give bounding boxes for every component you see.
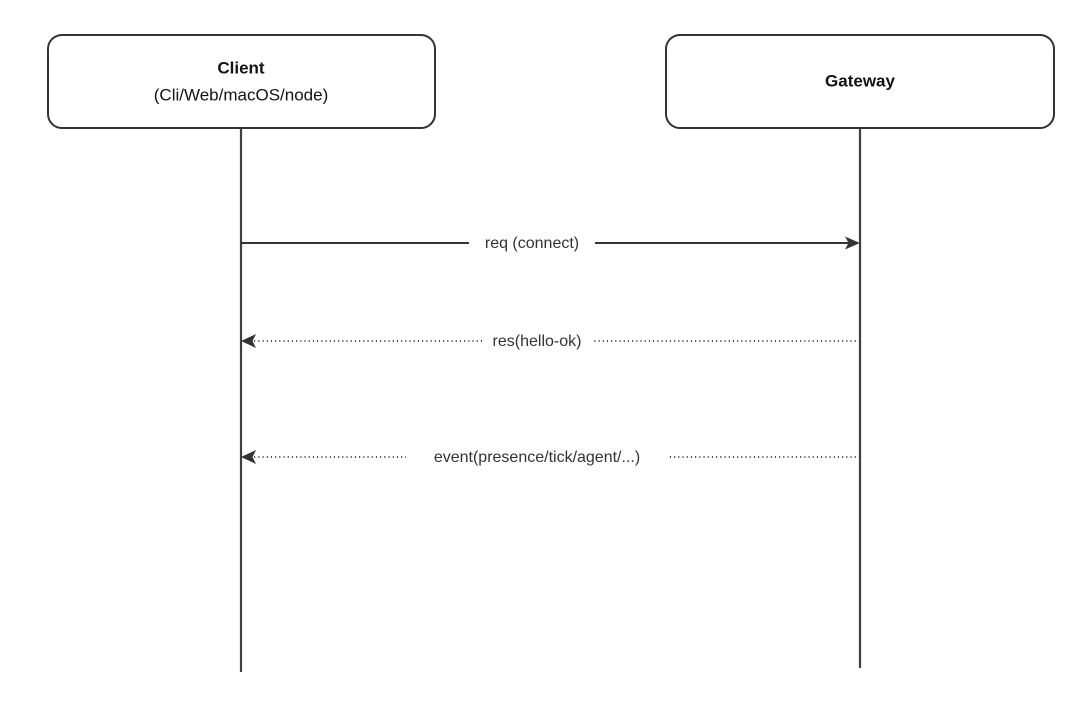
message-res-hello-ok[interactable]: res(hello-ok) xyxy=(241,330,860,352)
arrowhead-left-icon xyxy=(241,450,256,464)
message-event[interactable]: event(presence/tick/agent/...) xyxy=(241,446,860,468)
message-label-res-hello-ok: res(hello-ok) xyxy=(493,333,582,350)
participant-title-client: Client xyxy=(217,58,265,77)
participant-subtitle-client: (Cli/Web/macOS/node) xyxy=(154,85,328,104)
message-req-connect[interactable]: req (connect) xyxy=(241,232,860,254)
message-label-req-connect: req (connect) xyxy=(485,235,579,252)
participant-box-gateway xyxy=(665,34,1055,129)
arrowhead-right-icon xyxy=(845,236,860,250)
participant-box-client xyxy=(47,34,436,129)
messages: req (connect) res(hello-ok) event(presen… xyxy=(241,232,860,468)
participant-gateway[interactable]: Gateway xyxy=(665,34,1055,129)
message-label-background xyxy=(406,446,668,468)
message-label-event: event(presence/tick/agent/...) xyxy=(434,449,640,466)
participant-client[interactable]: Client (Cli/Web/macOS/node) xyxy=(47,34,436,129)
lifelines xyxy=(239,128,862,672)
participant-title-gateway: Gateway xyxy=(825,71,895,90)
arrowhead-left-icon xyxy=(241,334,256,348)
message-label-background xyxy=(482,330,592,352)
message-label-background xyxy=(469,232,595,254)
